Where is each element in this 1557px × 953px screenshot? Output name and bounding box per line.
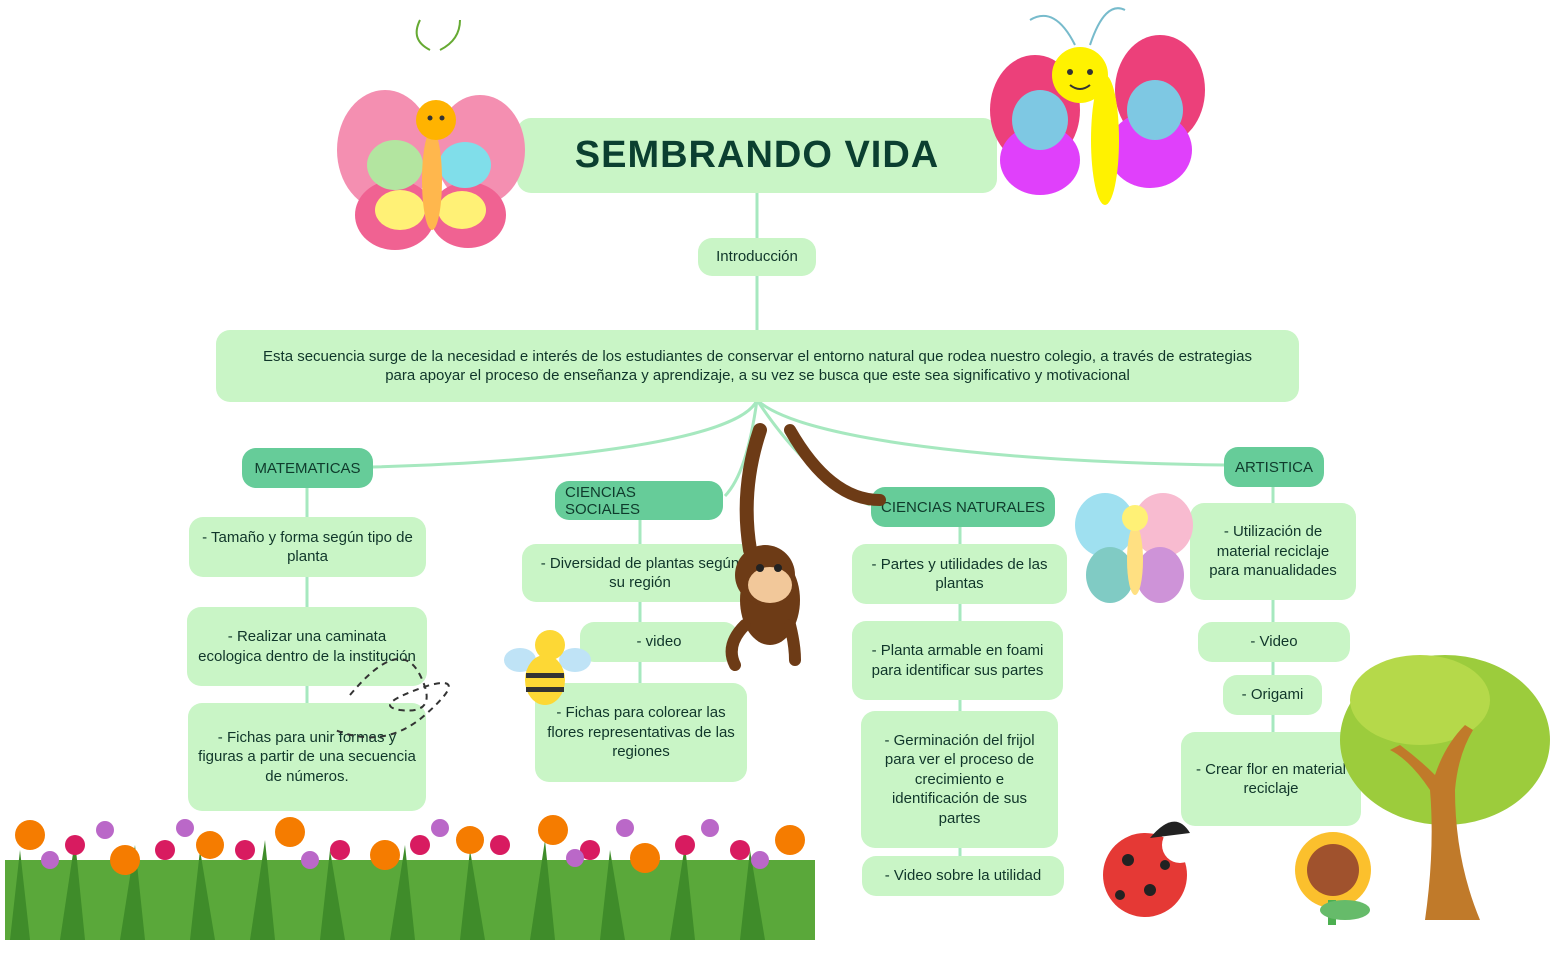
artistica-item-1[interactable]: - Utilización de material reciclaje para… [1190, 503, 1356, 600]
matematicas-item-2[interactable]: - Realizar una caminata ecologica dentro… [187, 607, 427, 686]
branch-ciencias-naturales[interactable]: CIENCIAS NATURALES [871, 487, 1055, 527]
intro-text[interactable]: Esta secuencia surge de la necesidad e i… [216, 330, 1299, 402]
map-title[interactable]: SEMBRANDO VIDA [517, 118, 997, 193]
sociales-item-1[interactable]: - Diversidad de plantas según su región [522, 544, 758, 602]
sociales-item-2[interactable]: - video [580, 622, 738, 662]
artistica-item-4[interactable]: - Crear flor en material reciclaje [1181, 732, 1361, 826]
naturales-item-3[interactable]: - Germinación del frijol para ver el pro… [861, 711, 1058, 848]
naturales-item-2[interactable]: - Planta armable en foami para identific… [852, 621, 1063, 700]
artistica-item-2[interactable]: - Video [1198, 622, 1350, 662]
naturales-item-1[interactable]: - Partes y utilidades de las plantas [852, 544, 1067, 604]
intro-label[interactable]: Introducción [698, 238, 816, 276]
branch-ciencias-sociales[interactable]: CIENCIAS SOCIALES [555, 481, 723, 520]
naturales-item-4[interactable]: - Video sobre la utilidad [862, 856, 1064, 896]
matematicas-item-1[interactable]: - Tamaño y forma según tipo de planta [189, 517, 426, 577]
sociales-item-3[interactable]: - Fichas para colorear las flores repres… [535, 683, 747, 782]
matematicas-item-3[interactable]: - Fichas para unir formas y figuras a pa… [188, 703, 426, 811]
branch-artistica[interactable]: ARTISTICA [1224, 447, 1324, 487]
artistica-item-3[interactable]: - Origami [1223, 675, 1322, 715]
branch-matematicas[interactable]: MATEMATICAS [242, 448, 373, 488]
